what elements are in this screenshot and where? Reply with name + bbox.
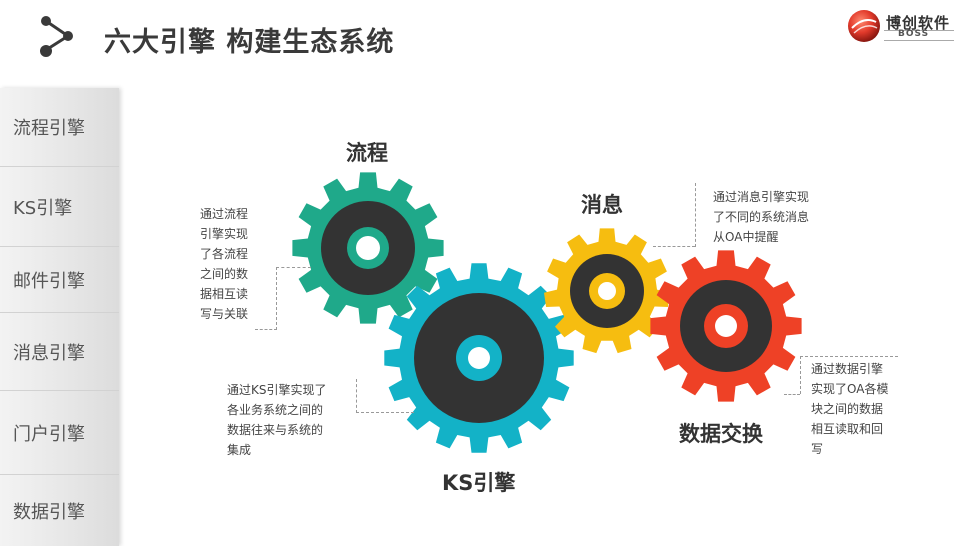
logo-sub: BOSS	[898, 29, 930, 39]
sidebar-item-mail-engine[interactable]: 邮件引擎	[0, 247, 119, 313]
data-gear-axle	[715, 315, 737, 337]
message-leader-line	[653, 246, 695, 247]
logo-name: 博创软件	[886, 14, 951, 32]
message-leader-line	[695, 183, 696, 247]
page-title: 六大引擎 构建生态系统	[104, 27, 395, 58]
ks-gear-axle	[468, 347, 490, 369]
message-gear-label: 消息	[581, 193, 623, 217]
message-gear	[544, 228, 670, 354]
logo-divider	[884, 30, 954, 31]
data-exchange-note: 通过数据引擎 实现了OA各模 块之间的数据 相互读取和回 写	[811, 362, 889, 456]
sidebar-item-label: 消息引擎	[13, 342, 85, 364]
ks-engine-gear-label: KS引擎	[442, 471, 516, 495]
ks-leader-line	[356, 379, 357, 413]
ks-engine-gear	[384, 263, 574, 453]
data-leader-line	[800, 356, 898, 357]
sidebar-item-label: 门户引擎	[13, 423, 85, 445]
logo-divider	[884, 40, 954, 41]
sidebar-item-data-engine[interactable]: 数据引擎	[0, 475, 119, 546]
ks-leader-line	[356, 412, 414, 413]
company-logo: 博创软件 BOSS	[846, 8, 956, 48]
message-note: 通过消息引擎实现 了不同的系统消息 从OA中提醒	[713, 190, 810, 244]
process-gear-label: 流程	[346, 141, 388, 165]
logo-sphere-icon	[848, 10, 880, 42]
process-gear-axle	[356, 236, 380, 260]
sidebar-item-portal-engine[interactable]: 门户引擎	[0, 391, 119, 475]
share-nodes-icon	[40, 16, 73, 57]
data-leader-line	[800, 356, 801, 394]
sidebar-item-process-engine[interactable]: 流程引擎	[0, 88, 119, 167]
sidebar-item-label: 邮件引擎	[13, 270, 85, 292]
process-gear	[292, 172, 444, 324]
process-note: 通过流程 引擎实现 了各流程 之间的数 据相互读 写与关联	[200, 207, 249, 321]
process-leader-line	[276, 267, 311, 330]
sidebar-item-label: 数据引擎	[13, 501, 85, 523]
sidebar-item-message-engine[interactable]: 消息引擎	[0, 313, 119, 391]
data-exchange-gear-label: 数据交换	[679, 422, 763, 446]
data-exchange-gear	[650, 250, 802, 402]
sidebar-item-label: KS引擎	[13, 197, 73, 219]
sidebar-item-label: 流程引擎	[13, 118, 85, 139]
sidebar: 流程引擎 KS引擎 邮件引擎 消息引擎 门户引擎 数据引擎	[0, 88, 119, 546]
process-leader-line	[255, 329, 277, 330]
message-gear-axle	[598, 282, 616, 300]
ks-engine-note: 通过KS引擎实现了 各业务系统之间的 数据往来与系统的 集成	[227, 383, 327, 457]
data-leader-line	[784, 394, 800, 395]
sidebar-item-ks-engine[interactable]: KS引擎	[0, 167, 119, 247]
